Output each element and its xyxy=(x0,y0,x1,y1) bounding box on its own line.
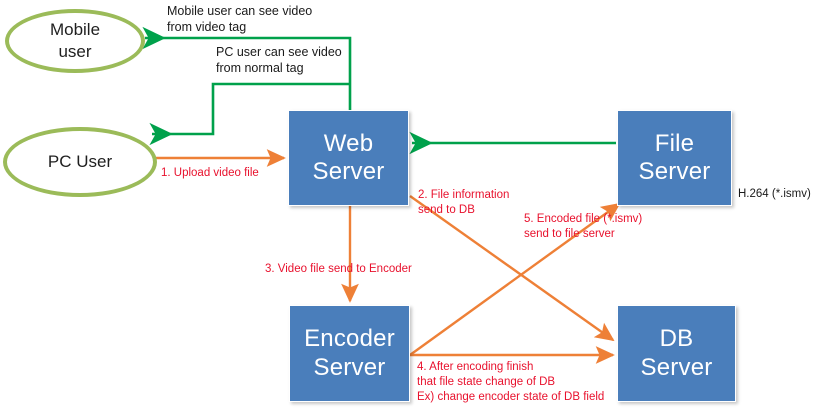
node-web-server-label: Web Server xyxy=(312,129,385,185)
label-mobile-tag: Mobile user can see video from video tag xyxy=(167,4,313,34)
label-step-1-upload-video-file: 1. Upload video file xyxy=(161,167,259,179)
arrow-encoder-to-file-server xyxy=(409,202,621,356)
node-web-server[interactable]: Web Server xyxy=(288,110,409,206)
arrow-web-to-pc-user xyxy=(149,82,350,146)
arrow-web-to-mobile-user xyxy=(142,26,352,110)
node-db-server-label: DB Server xyxy=(640,325,713,381)
actor-pc-user[interactable]: PC User xyxy=(3,127,157,197)
node-file-server[interactable]: File Server xyxy=(617,110,732,206)
label-step-2-file-information-send-to-db: 2. File information send to DB xyxy=(418,189,510,217)
arrow-web-to-db-server xyxy=(409,195,615,342)
actor-pc-user-label: PC User xyxy=(47,151,113,171)
label-step-5-encoded-file-send-to-file-server: 5. Encoded file (*.ismv) send to file se… xyxy=(524,213,643,241)
node-encoder-server-label: Encoder Server xyxy=(304,325,395,381)
node-file-server-label: File Server xyxy=(638,129,711,185)
node-encoder-server[interactable]: Encoder Server xyxy=(289,305,410,402)
node-db-server[interactable]: DB Server xyxy=(617,305,736,402)
actor-mobile-user-label: Mobile user xyxy=(49,19,101,61)
label-codec-h264: H.264 (*.ismv) xyxy=(738,188,811,200)
actor-mobile-user[interactable]: Mobile user xyxy=(5,9,145,73)
label-pc-tag: PC user can see video from normal tag xyxy=(216,45,342,75)
label-step-3-video-file-send-to-encoder: 3. Video file send to Encoder xyxy=(265,263,412,275)
label-step-4-after-encoding-finish: 4. After encoding finish that file state… xyxy=(417,361,605,404)
